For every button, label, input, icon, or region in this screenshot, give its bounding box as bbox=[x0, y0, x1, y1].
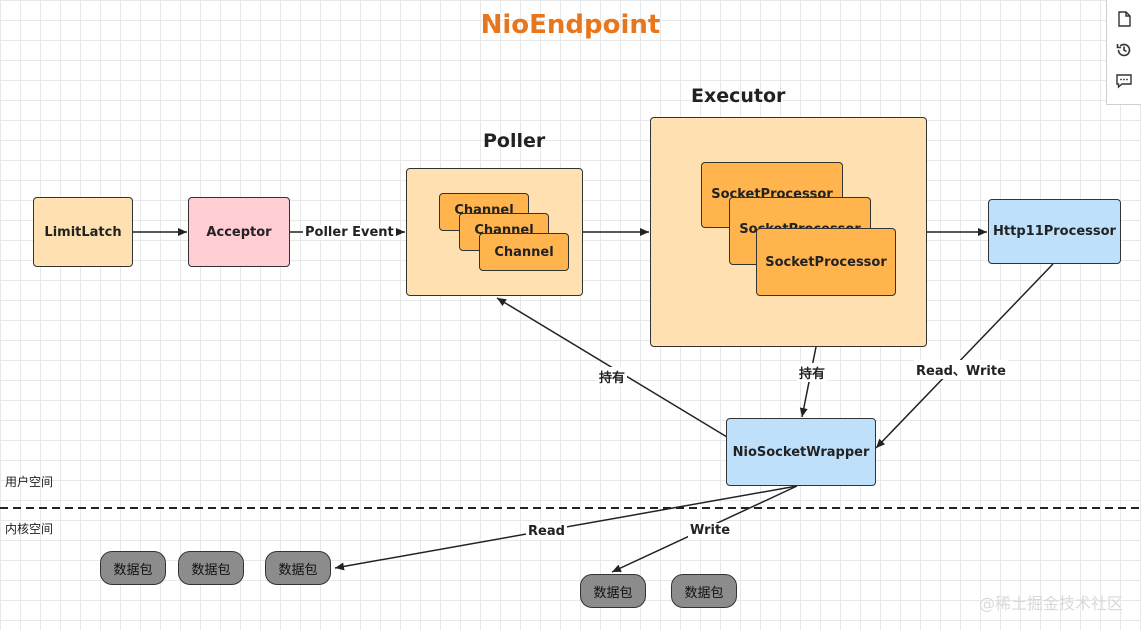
edge-http11-wrapper bbox=[875, 263, 1054, 449]
executor-title: Executor bbox=[691, 85, 786, 107]
packet-node: 数据包 bbox=[178, 551, 244, 585]
packet-node: 数据包 bbox=[671, 574, 737, 608]
hold-poller-label: 持有 bbox=[597, 367, 628, 386]
page-icon[interactable] bbox=[1115, 10, 1133, 28]
watermark: @稀土掘金技术社区 bbox=[978, 594, 1123, 613]
write-label: Write bbox=[688, 523, 733, 538]
user-space-label: 用户空间 bbox=[5, 475, 54, 489]
http11-processor-node: Http11Processor bbox=[988, 199, 1121, 264]
right-toolbar bbox=[1106, 0, 1141, 105]
comment-icon[interactable] bbox=[1115, 72, 1133, 90]
poller-event-label: Poller Event bbox=[303, 225, 396, 240]
channel-node: Channel bbox=[479, 233, 569, 271]
poller-title: Poller bbox=[483, 130, 546, 152]
packet-node: 数据包 bbox=[580, 574, 646, 608]
kernel-space-label: 内核空间 bbox=[5, 522, 54, 536]
history-icon[interactable] bbox=[1115, 41, 1133, 59]
read-write-label: Read、Write bbox=[914, 360, 1008, 379]
packet-node: 数据包 bbox=[265, 551, 331, 585]
limitlatch-node: LimitLatch bbox=[33, 197, 133, 267]
diagram-title: NioEndpoint bbox=[480, 10, 661, 40]
read-label: Read bbox=[526, 524, 567, 539]
hold-processor-label: 持有 bbox=[797, 363, 828, 382]
nio-socket-wrapper-node: NioSocketWrapper bbox=[726, 418, 876, 486]
packet-node: 数据包 bbox=[100, 551, 166, 585]
socket-processor-node: SocketProcessor bbox=[756, 228, 896, 296]
acceptor-node: Acceptor bbox=[188, 197, 290, 267]
